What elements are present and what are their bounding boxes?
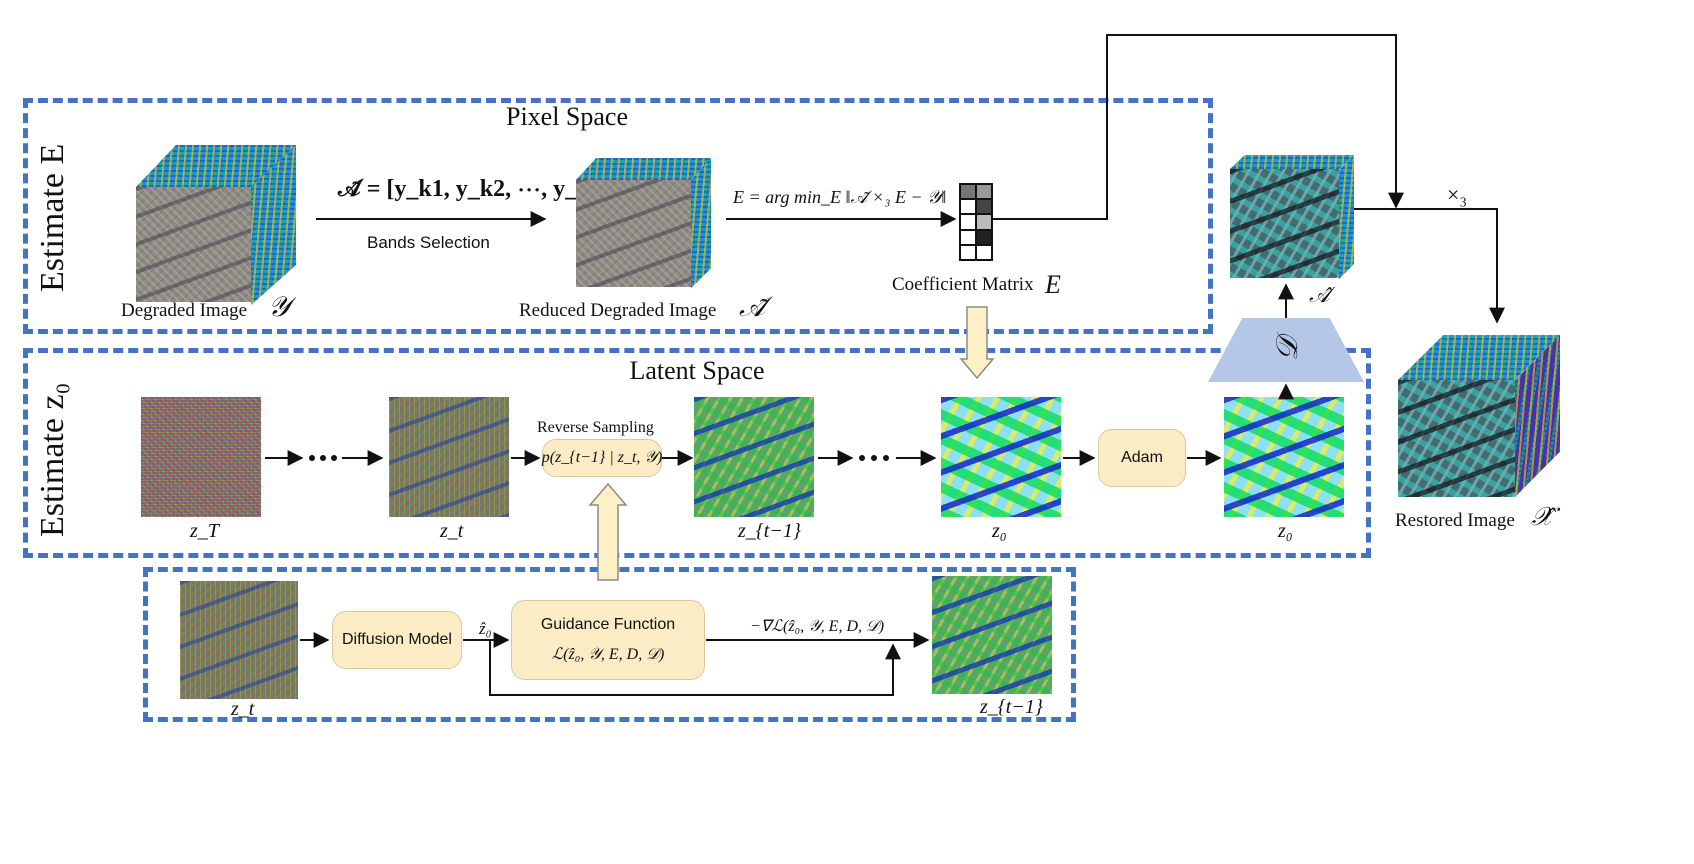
- cube-top-face: [576, 158, 711, 180]
- cube-top-face: [1230, 155, 1354, 169]
- reverse-sampling-formula: p(z_{t−1} | z_t, 𝒴): [541, 449, 663, 466]
- matrix-cell: [976, 229, 992, 245]
- degraded-image-caption: Degraded Image: [121, 300, 248, 321]
- restored-image-caption: Restored Image: [1395, 510, 1515, 531]
- cube-front-face: [136, 187, 251, 302]
- degraded-image-cube: [136, 145, 296, 305]
- label-zT: z_T: [190, 520, 219, 542]
- estimate-z0-label: Estimate z₀: [34, 382, 71, 537]
- matrix-cell: [976, 214, 992, 230]
- pixel-space-title: Pixel Space: [505, 102, 629, 131]
- reverse-sampling-label: Reverse Sampling: [537, 419, 654, 436]
- ahat-symbol: 𝒜̂: [1309, 282, 1330, 307]
- adam-node: Adam: [1098, 429, 1186, 487]
- reduced-image-caption: Reduced Degraded Image: [519, 300, 717, 321]
- guidance-function-formula: ℒ(ẑ₀, 𝒴, E, D, 𝒟): [551, 646, 665, 663]
- matrix-cell: [976, 184, 992, 200]
- coefficient-matrix-symbol: E: [1045, 270, 1061, 299]
- latent-image-z0-sampled: [941, 397, 1061, 517]
- guidance-input-label: z_t: [231, 698, 255, 720]
- latent-space-region: [23, 348, 1371, 558]
- matrix-cell: [960, 229, 976, 245]
- degraded-image-symbol: 𝒴: [268, 292, 290, 323]
- guidance-output-image: [932, 576, 1052, 694]
- latent-image-z0-optimized: [1224, 397, 1344, 517]
- label-zt-minus-1: z_{t−1}: [738, 520, 801, 542]
- reverse-sampling-node: p(z_{t−1} | z_t, 𝒴): [542, 439, 662, 477]
- matrix-cell: [976, 244, 992, 260]
- cube-side-face: [1515, 335, 1560, 497]
- restored-image-symbol: 𝒳̂: [1531, 502, 1554, 531]
- reduced-image-cube: [576, 158, 711, 288]
- band-selection-label: Bands Selection: [367, 233, 490, 252]
- mode-product-symbol: ×₃: [1447, 182, 1468, 207]
- matrix-cell: [960, 184, 976, 200]
- adam-label: Adam: [1121, 449, 1163, 466]
- matrix-cell: [960, 244, 976, 260]
- latent-image-zT: [141, 397, 261, 517]
- matrix-cell: [976, 199, 992, 215]
- guidance-function-title: Guidance Function: [540, 616, 676, 633]
- gradient-formula: −∇ℒ(ẑ₀, 𝒴, E, D, 𝒟): [750, 618, 885, 635]
- coefficient-matrix-caption: Coefficient Matrix: [892, 274, 1034, 295]
- cube-front-face: [1398, 380, 1515, 497]
- band-selection-formula: 𝒜̃ = [y_k1, y_k2, ⋯, y_ks]: [338, 176, 608, 202]
- z0hat-label: ẑ₀: [479, 619, 492, 638]
- label-z0-sampled: z₀: [992, 520, 1007, 542]
- matrix-cell: [960, 214, 976, 230]
- coefficient-matrix-grid: [959, 183, 993, 261]
- guidance-function-node: Guidance Function ℒ(ẑ₀, 𝒴, E, D, 𝒟): [511, 600, 705, 680]
- ahat-cube: [1230, 155, 1354, 279]
- latent-image-zt: [389, 397, 509, 517]
- cube-front-face: [1230, 169, 1339, 278]
- estimate-e-label: Estimate E: [34, 143, 71, 292]
- cube-front-face: [576, 180, 691, 287]
- guidance-output-label: z_{t−1}: [980, 696, 1043, 718]
- reduced-image-symbol: 𝒜̃: [739, 292, 766, 323]
- restored-image-cube: [1398, 335, 1560, 497]
- label-zt: z_t: [440, 520, 464, 542]
- cube-side-face: [1339, 155, 1354, 279]
- diffusion-model-node: Diffusion Model: [332, 611, 462, 669]
- guidance-input-image: [180, 581, 298, 699]
- label-z0-optimized: z₀: [1278, 520, 1293, 542]
- latent-space-title: Latent Space: [629, 356, 765, 385]
- diffusion-model-label: Diffusion Model: [342, 631, 452, 648]
- latent-image-zt-minus-1: [694, 397, 814, 517]
- decoder-symbol: 𝒟: [1270, 337, 1304, 361]
- argmin-formula: E = arg min_E ‖𝒜̃ ×₃ E − 𝒴‖: [733, 187, 947, 207]
- matrix-cell: [960, 199, 976, 215]
- cube-side-face: [691, 158, 711, 288]
- product-to-restored-line: [1396, 208, 1505, 324]
